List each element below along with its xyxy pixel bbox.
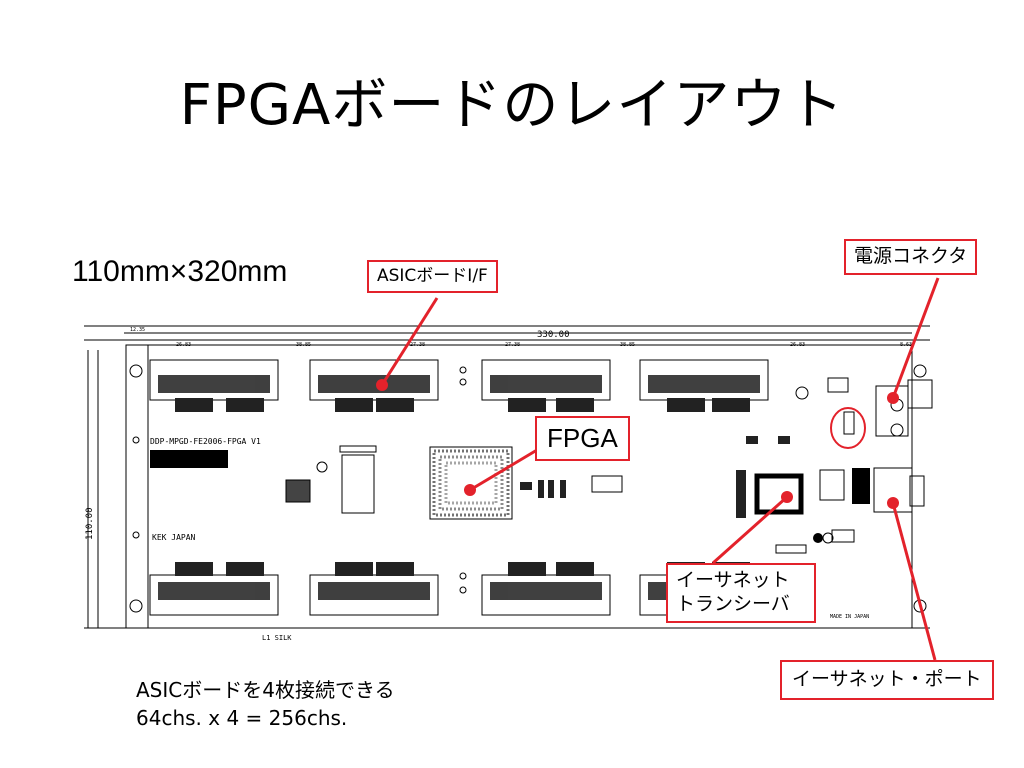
callout-ethernet-port: イーサネット・ポート [780,660,994,700]
callout-asic-board-if: ASICボードI/F [367,260,498,294]
width-dimension: 330.00 [537,330,570,340]
callout-ethernet-transceiver: イーサネット トランシーバ [666,563,816,623]
ethernet-transceiver-chip [754,473,804,515]
svg-text:38.85: 38.85 [296,342,311,348]
svg-text:38.85: 38.85 [620,342,635,348]
slide-title: FPGAボードのレイアウト [179,73,845,138]
note-line-2: 64chs. x 4 = 256chs. [136,706,348,730]
board-name-silk: DDP-MPGD-FE2006-FPGA V1 [150,437,261,446]
callout-power-connector: 電源コネクタ [844,239,978,275]
made-in-silk: MADE IN JAPAN [830,614,869,620]
origin-silk: KEK JAPAN [152,533,196,542]
board-dimensions: 110mm×320mm [72,255,288,288]
svg-text:27.38: 27.38 [505,342,520,348]
callout-transceiver-line1: イーサネット [676,569,790,591]
notes-block: ASICボードを4枚接続できる 64chs. x 4 = 256chs. [136,676,395,732]
fpga-chip [429,446,513,520]
layer-silk: L1 SILK [262,634,292,642]
ethernet-port [873,467,925,513]
callout-transceiver-line2: トランシーバ [676,592,790,615]
svg-text:8.63: 8.63 [900,342,912,348]
svg-text:26.83: 26.83 [790,342,805,348]
callout-fpga: FPGA [535,416,630,461]
note-line-1: ASICボードを4枚接続できる [136,678,395,702]
height-dimension: 110.00 [85,507,95,540]
svg-text:12.35: 12.35 [130,327,145,333]
svg-text:26.83: 26.83 [176,342,191,348]
svg-text:27.38: 27.38 [410,342,425,348]
